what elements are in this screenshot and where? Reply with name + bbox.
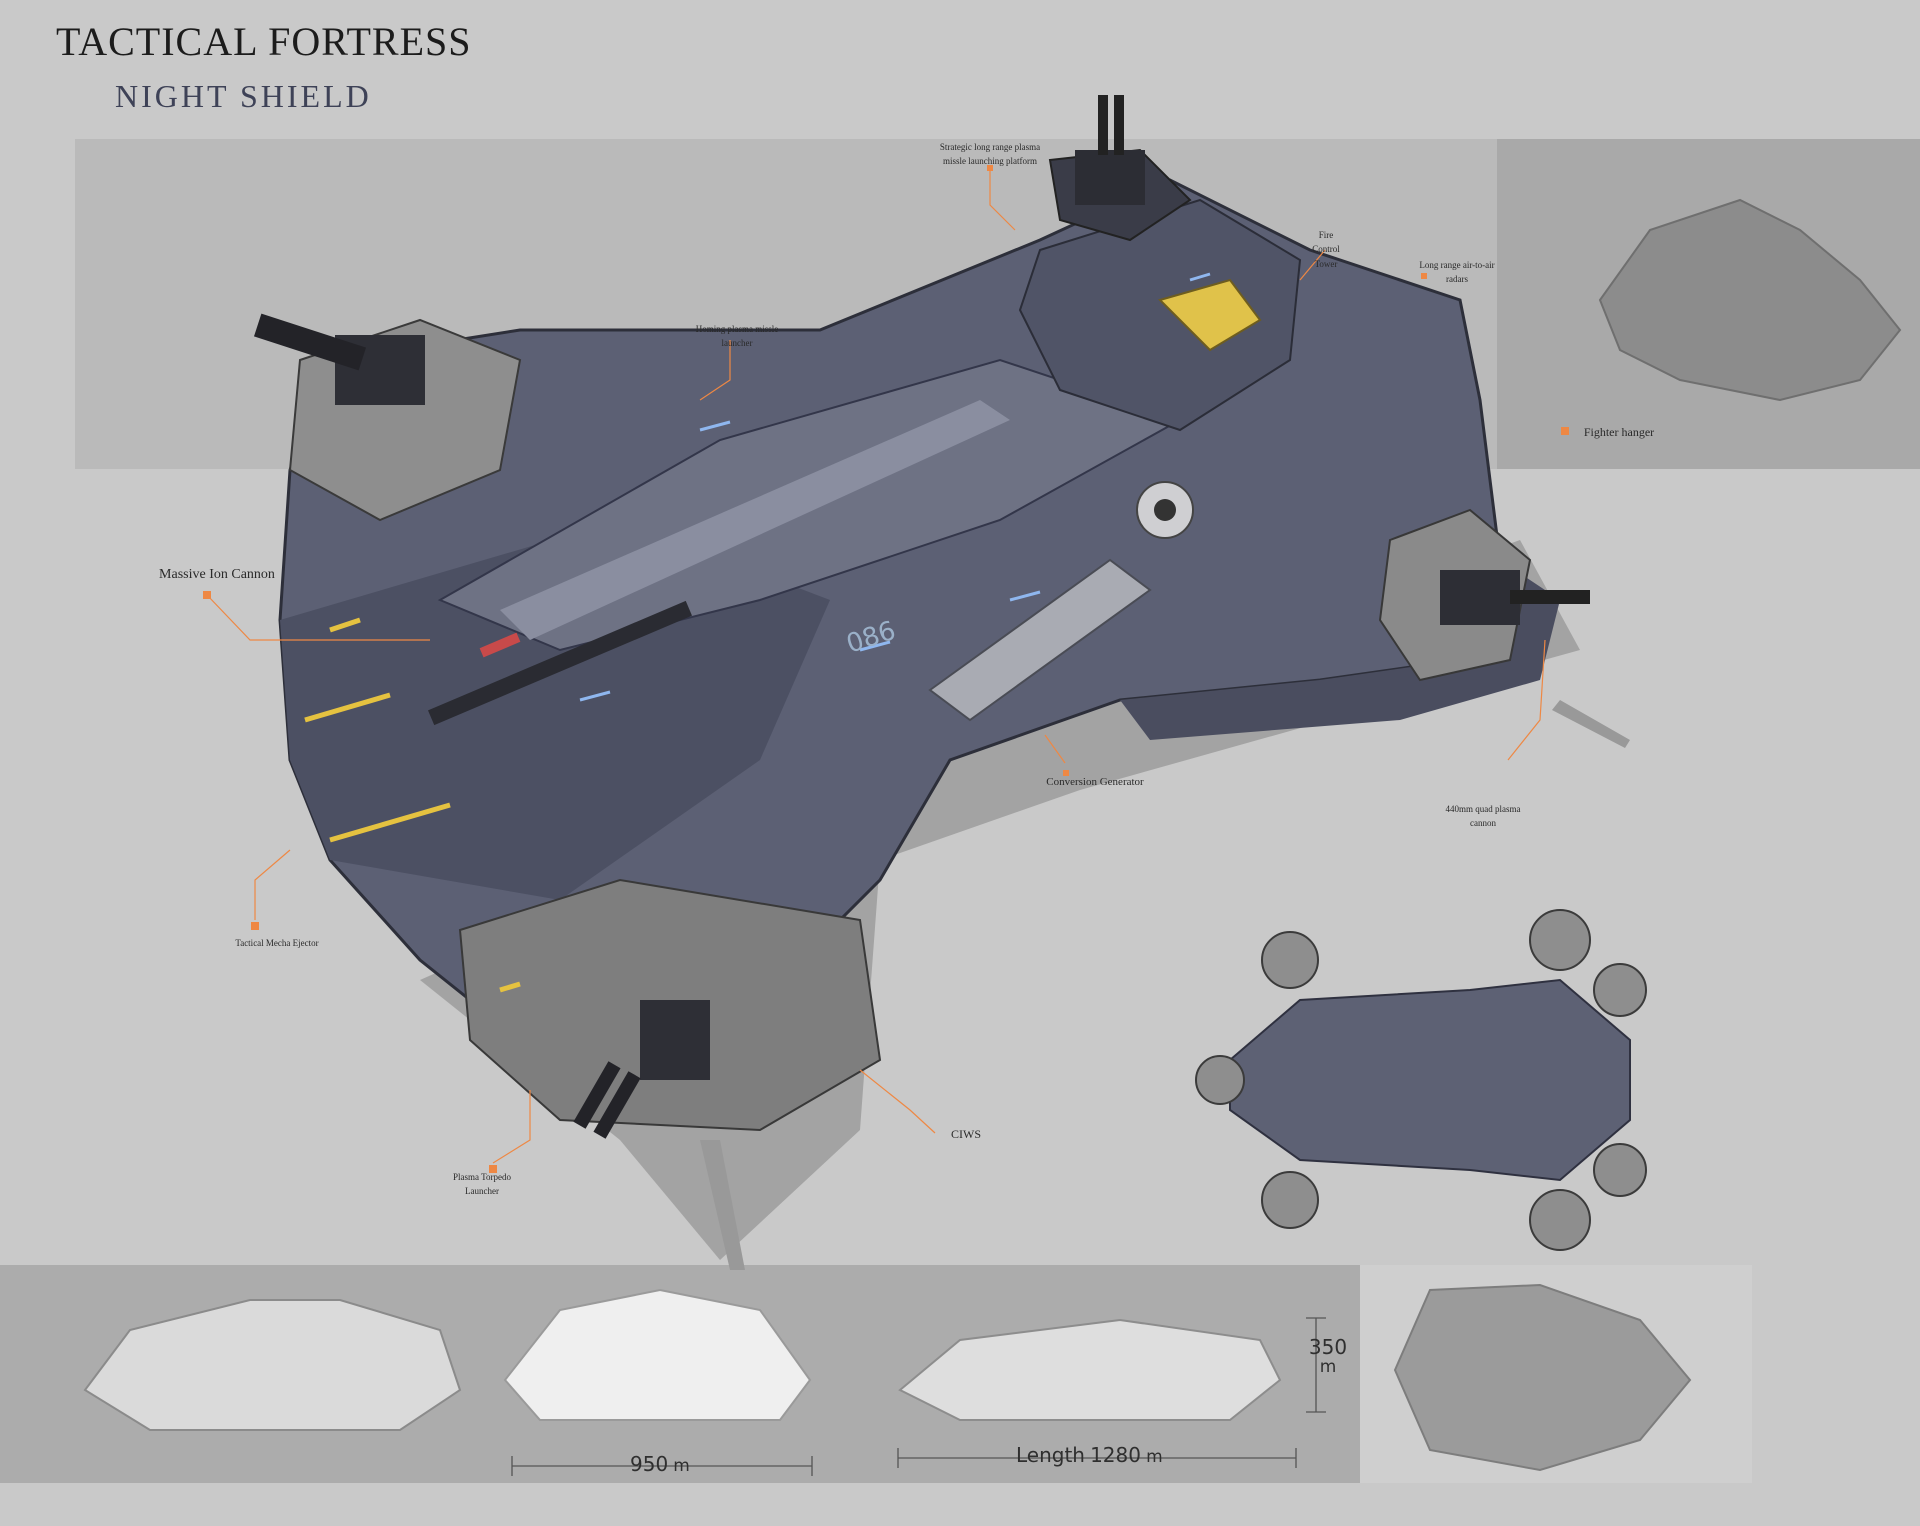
length-label: Length <box>1016 1443 1085 1467</box>
callout-quad-plasma-cannon: 440mm quad plasma cannon <box>1445 804 1521 829</box>
height-dimension-label: 350 m <box>1308 1336 1348 1377</box>
sensor-ball-eye <box>1154 499 1176 521</box>
conversion-generator <box>928 558 1152 722</box>
callout-homing-missile-launcher: Homing plasma missle launcher <box>695 324 779 349</box>
turret-right-barrel <box>1510 590 1590 604</box>
callout-markers <box>203 165 1569 1173</box>
width-unit: m <box>673 1456 690 1476</box>
turret-bottom-barrel-b <box>593 1071 641 1139</box>
callout-plasma-torpedo-launcher: Plasma Torpedo Launcher <box>453 1172 511 1197</box>
length-unit: m <box>1146 1447 1163 1467</box>
ion-cannon-glow <box>479 632 521 658</box>
top-view-pods <box>1195 909 1647 1251</box>
ion-cannon-barrel <box>428 600 692 726</box>
callout-massive-ion-cannon: Massive Ion Cannon <box>159 567 275 582</box>
dimension-lines <box>511 1317 1326 1476</box>
fire-control-dome <box>1158 278 1262 352</box>
callout-strategic-missile-platform: Strategic long range plasma missle launc… <box>939 142 1041 167</box>
turret-bottom <box>640 1000 710 1080</box>
callout-fire-control-tower: Fire Control Tower <box>1312 230 1340 269</box>
callout-tactical-mecha-ejector: Tactical Mecha Ejector <box>235 938 319 948</box>
turret-top-barrel-a <box>1098 95 1108 155</box>
callout-ciws: CIWS <box>951 1127 981 1141</box>
underside-view-ship <box>1393 1283 1692 1472</box>
side-view-ship <box>1598 198 1902 402</box>
callout-conversion-generator: Conversion Generator <box>1046 776 1144 788</box>
command-tower <box>1018 198 1302 432</box>
length-dimension-label: Length 1280 m <box>1016 1443 1163 1467</box>
turret-top <box>1075 150 1145 205</box>
height-unit: m <box>1319 1357 1337 1377</box>
turret-right <box>1440 570 1520 625</box>
width-dimension-label: 950 m <box>630 1452 690 1476</box>
turret-top-barrel-b <box>1114 95 1124 155</box>
callout-air-radar: Long range air-to-air radars <box>1419 260 1495 285</box>
height-value: 350 <box>1308 1335 1348 1359</box>
sheet-title: TACTICAL FORTRESS <box>56 19 472 64</box>
running-lights <box>579 272 1211 702</box>
front-view-ship <box>83 1299 462 1431</box>
turret-bottom-barrel-a <box>573 1061 621 1129</box>
sheet-subtitle: NIGHT SHIELD <box>115 78 372 114</box>
deck-stripes <box>304 617 521 993</box>
side-profile-ship <box>898 1318 1282 1421</box>
rear-view-ship <box>503 1288 812 1421</box>
callout-fighter-hanger: Fighter hanger <box>1583 425 1655 439</box>
spine-ridge <box>500 400 1010 640</box>
length-value: 1280 <box>1090 1443 1141 1467</box>
right-wing <box>1120 560 1560 740</box>
callout-leaders <box>206 170 1546 1164</box>
width-value: 950 <box>630 1452 669 1476</box>
top-view-ship <box>1229 978 1631 1182</box>
turret-left-barrel <box>253 313 367 371</box>
